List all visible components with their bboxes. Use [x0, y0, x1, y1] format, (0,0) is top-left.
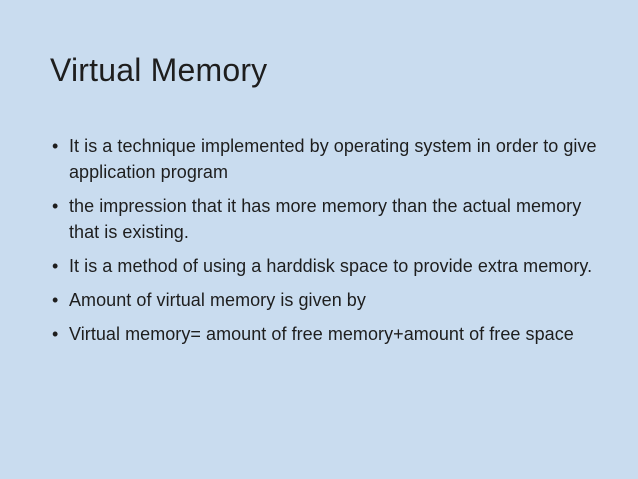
bullet-item: • It is a technique implemented by opera…	[52, 133, 597, 185]
bullet-text: It is a method of using a harddisk space…	[69, 256, 593, 276]
bullet-text: Amount of virtual memory is given by	[69, 290, 366, 310]
bullet-item: • Amount of virtual memory is given by	[52, 287, 597, 313]
bullet-text: the impression that it has more memory t…	[69, 196, 582, 242]
bullet-text: Virtual memory= amount of free memory+am…	[69, 324, 574, 344]
bullet-marker: •	[52, 324, 59, 344]
bullet-item: • It is a method of using a harddisk spa…	[52, 253, 597, 279]
bullet-text: It is a technique implemented by operati…	[69, 136, 597, 182]
bullet-marker: •	[52, 256, 59, 276]
bullet-marker: •	[52, 136, 59, 156]
slide-title: Virtual Memory	[50, 52, 268, 88]
bullet-item: • the impression that it has more memory…	[52, 193, 597, 245]
bullet-item: • Virtual memory= amount of free memory+…	[52, 321, 597, 347]
bullet-marker: •	[52, 290, 59, 310]
bullet-list: • It is a technique implemented by opera…	[52, 133, 597, 355]
bullet-marker: •	[52, 196, 59, 216]
